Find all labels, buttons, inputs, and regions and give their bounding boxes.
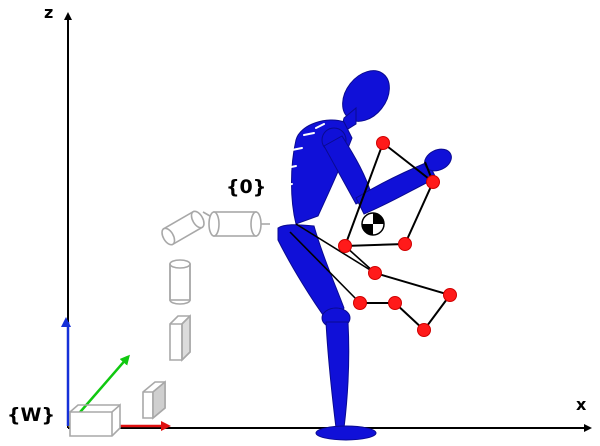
lower-torso [277,224,345,323]
body-link-2 [289,231,361,304]
marker [443,288,457,302]
frame-world-label: {W} [7,404,55,426]
marker [426,175,440,189]
x-axis-label: x [576,395,587,414]
human-figure [277,70,452,441]
lower-marker-chain [360,272,452,332]
marker [368,266,382,280]
body-link-1 [295,223,376,274]
robot-wrist [161,210,205,246]
hand [424,148,452,172]
center-of-mass-icon [361,212,385,236]
markers [338,136,457,337]
marker [398,237,412,251]
robot-cylinder [169,259,191,305]
foot [315,425,377,441]
marker [338,239,352,253]
robot-arm [69,210,270,437]
leg [325,321,350,429]
robot-end-effector [208,211,262,237]
z-axis-label: z [44,3,53,22]
frame-zero-label: {0} [226,176,266,198]
spine-ticks [269,123,325,216]
marker [376,136,390,150]
marker [388,296,402,310]
head [342,70,390,122]
marker [417,323,431,337]
marker [353,296,367,310]
